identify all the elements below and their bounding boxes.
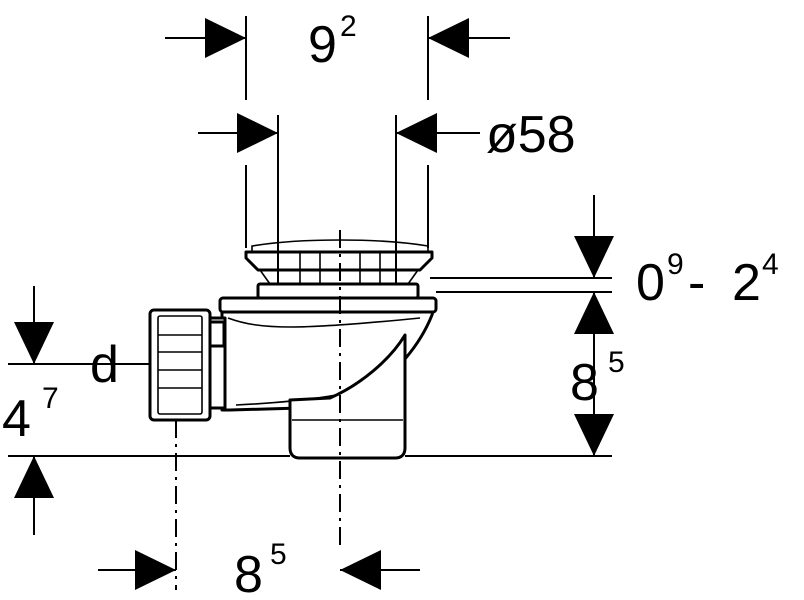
- top-width-value: 9: [308, 16, 337, 74]
- strainer-grate: [244, 250, 434, 272]
- adjust-b-value: 2: [732, 254, 761, 312]
- grate-leg-left: [259, 269, 271, 285]
- bottom-offset-value: 8: [234, 546, 263, 600]
- bowl-inner-curve: [227, 317, 421, 328]
- dim-outlet-height: 4 7 d: [2, 286, 119, 535]
- outlet-height-value: 4: [2, 390, 31, 448]
- height-value: 8: [570, 354, 599, 412]
- extension-lines: [8, 16, 612, 457]
- adjust-dash: -: [688, 254, 705, 312]
- dim-adjust-range: 0 9 - 2 4: [574, 195, 779, 312]
- dim-bottom-offset: 8 5: [98, 538, 420, 600]
- adjust-collar: [256, 282, 420, 300]
- dim-height: 8 5: [570, 292, 625, 456]
- dim-strainer-diameter: ø58: [198, 106, 576, 164]
- adjust-b-sup: 4: [762, 248, 779, 281]
- top-width-sup: 2: [340, 10, 357, 43]
- height-sup: 5: [608, 346, 625, 379]
- outlet-diameter-label: d: [90, 336, 119, 394]
- grate-leg-right: [407, 269, 419, 285]
- outlet-height-sup: 7: [42, 382, 59, 415]
- dim-top-width: 9 2: [165, 10, 510, 74]
- drain-body: [148, 239, 438, 460]
- strainer-diameter-value: ø58: [486, 106, 576, 164]
- outlet-ring: [208, 320, 226, 348]
- outlet-nut-inner: [157, 315, 203, 415]
- trap-cup: [288, 333, 407, 460]
- top-flange: [218, 296, 438, 314]
- adjust-a-value: 0: [636, 254, 665, 312]
- adjust-a-sup: 9: [667, 248, 684, 281]
- bottom-offset-sup: 5: [270, 538, 287, 571]
- outlet-nut: [148, 308, 212, 422]
